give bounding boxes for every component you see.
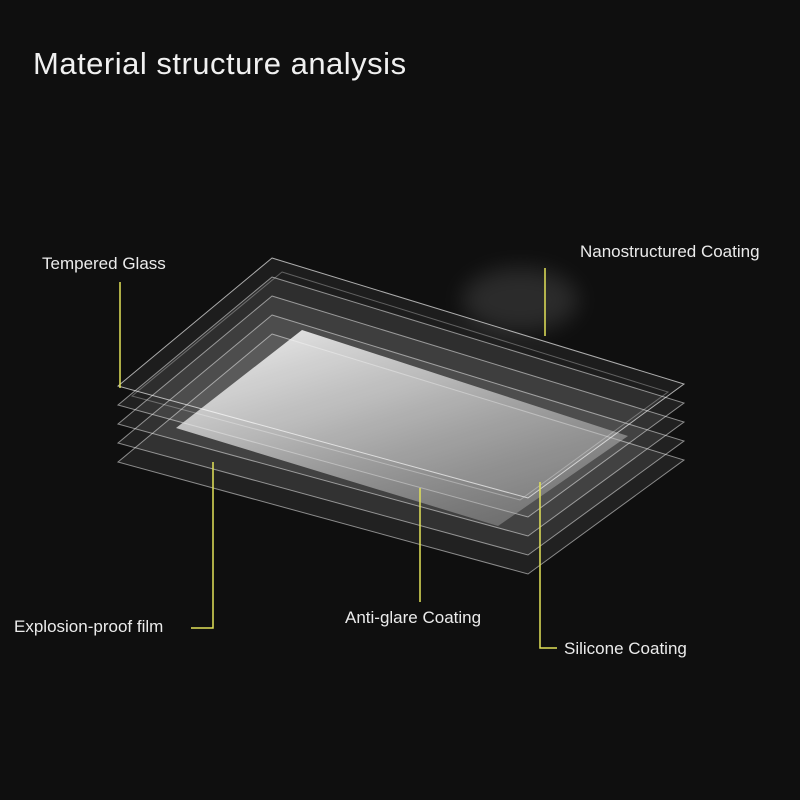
callout-line-silicone-coating <box>539 482 557 649</box>
glass-sheet-1 <box>116 257 686 499</box>
label-tempered-glass: Tempered Glass <box>42 254 166 273</box>
page-title: Material structure analysis <box>33 46 407 81</box>
glass-face <box>176 330 628 526</box>
label-explosion-proof-film: Explosion-proof film <box>14 617 164 636</box>
label-anti-glare-coating: Anti-glare Coating <box>345 608 482 627</box>
glass-sheet-inner-edge <box>130 271 670 501</box>
label-silicone-coating: Silicone Coating <box>564 639 687 658</box>
callout-line-explosion-proof-film <box>191 462 214 629</box>
label-nanostructured-coating: Nanostructured Coating <box>580 242 760 261</box>
reflection-haze <box>462 268 578 332</box>
